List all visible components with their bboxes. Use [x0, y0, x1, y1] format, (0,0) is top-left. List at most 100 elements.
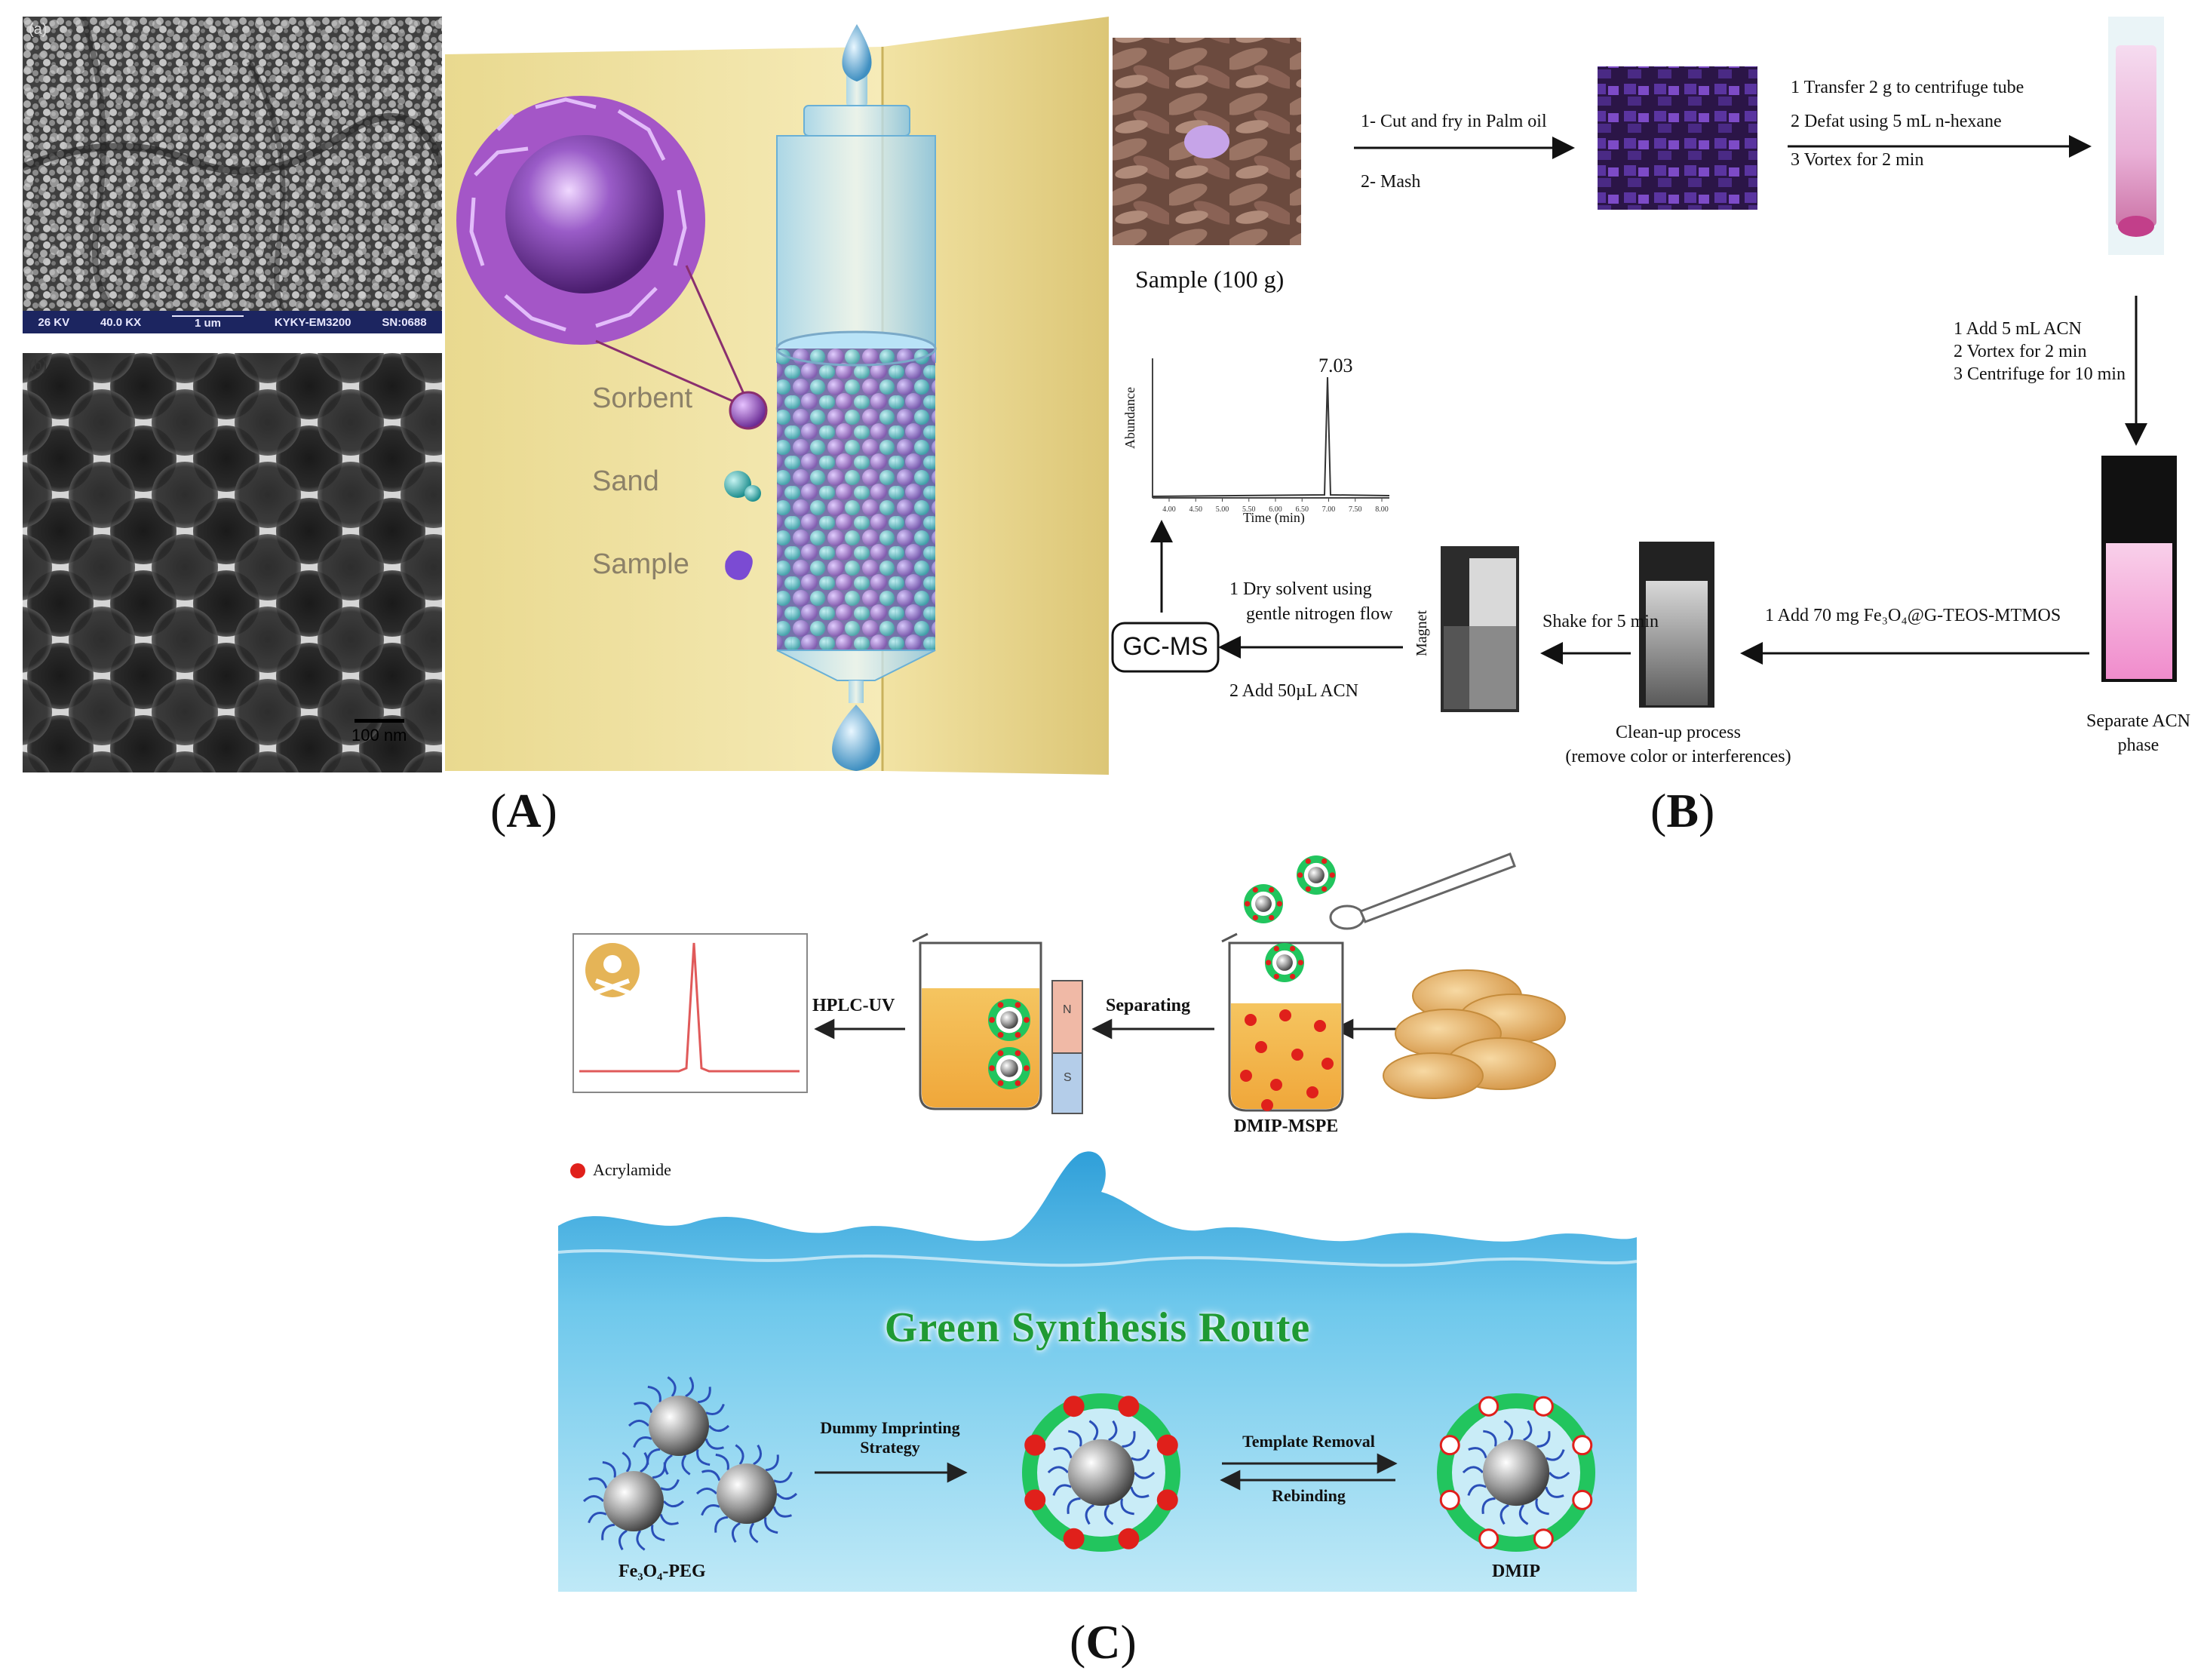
acrylamide-dot: [1245, 1014, 1257, 1026]
acrylamide-legend-dot: [570, 1163, 585, 1178]
captured-particle: [988, 1047, 1030, 1089]
chromatogram-xlabel: Time (min): [1243, 510, 1305, 525]
cookies-image: [1383, 969, 1566, 1099]
step5-nitrogen: gentle nitrogen flow: [1246, 604, 1393, 624]
chromatogram-tick-label: 8.00: [1375, 505, 1389, 514]
chromatogram-tick-label: 7.50: [1349, 505, 1362, 514]
hplc-label: HPLC-UV: [812, 996, 895, 1015]
column-svg: [445, 17, 1109, 775]
legend-sample: Sample: [592, 548, 689, 580]
purple-cut-face: [1184, 125, 1229, 158]
legend-sorbent: Sorbent: [592, 382, 693, 414]
sem-instrument: KYKY-EM3200: [274, 315, 351, 329]
acrylamide-legend-label: Acrylamide: [593, 1160, 671, 1179]
tem-scalebar: [355, 719, 404, 723]
chromatogram-tick-label: 4.00: [1162, 505, 1176, 514]
step4-add-sorbent: 1 Add 70 mg Fe₃O₄@G-TEOS-MTMOS: [1765, 606, 2061, 625]
column-schematic: Sorbent Sand Sample: [445, 17, 1109, 775]
sem-scale: 1 um: [171, 315, 244, 330]
step2-vortex: 3 Vortex for 2 min: [1791, 150, 1924, 170]
acrylamide-dot: [1291, 1049, 1303, 1061]
acrylamide-dot: [1261, 1099, 1273, 1111]
step3-centrifuge: 3 Centrifuge for 10 min: [1954, 364, 2126, 384]
gcms-box: [1111, 622, 1220, 673]
tem-label: (b): [29, 358, 48, 374]
acrylamide-dots: [1240, 1009, 1334, 1111]
separating-label: Separating: [1106, 996, 1191, 1015]
sem-serial: SN:0688: [382, 315, 427, 329]
magnet-s-label: S: [1064, 1071, 1072, 1084]
panel-label-c: (C): [1070, 1615, 1137, 1669]
fried-sample-photo: [1598, 66, 1757, 210]
magnet-block: [1051, 980, 1083, 1114]
step2-defat: 2 Defat using 5 mL n-hexane: [1791, 112, 2002, 131]
dummy-imprinting-label: Dummy Imprinting Strategy: [820, 1418, 960, 1457]
step5-add-acn: 2 Add 50µL ACN: [1229, 681, 1358, 701]
acrylamide-dot: [1255, 1041, 1267, 1053]
imprinted-particle: [1022, 1393, 1180, 1552]
step2-transfer: 1 Transfer 2 g to centrifuge tube: [1791, 78, 2024, 97]
legend-sand: Sand: [592, 465, 659, 497]
sample-caption: Sample (100 g): [1135, 266, 1285, 293]
chromatogram-tick-label: 7.00: [1322, 505, 1336, 514]
magnet-label: Magnet: [1414, 610, 1430, 656]
sem-magnification: 40.0 KX: [100, 315, 142, 329]
spoon-icon: [1329, 852, 1516, 930]
falling-particle: [1265, 943, 1304, 982]
captured-particle: [988, 999, 1030, 1041]
hplc-trace: [579, 942, 800, 1073]
rebinding-label: Rebinding: [1272, 1486, 1346, 1505]
chromatogram-tick-label: 5.50: [1242, 505, 1256, 514]
acrylamide-dot: [1270, 1079, 1282, 1091]
sem-image: (a) 26 KV 40.0 KX 1 um KYKY-EM3200 SN:06…: [23, 17, 442, 333]
panel-a: (a) 26 KV 40.0 KX 1 um KYKY-EM3200 SN:06…: [0, 0, 1109, 785]
sem-texture: [23, 17, 442, 333]
fe3o4-peg-label: Fe₃O₄-PEG: [619, 1562, 706, 1581]
chromatogram-tick-label: 6.50: [1296, 505, 1309, 514]
acrylamide-dot: [1321, 1058, 1334, 1070]
falling-particle: [1297, 855, 1336, 895]
dmip-label: DMIP: [1492, 1562, 1540, 1581]
panel-label-b: (B): [1650, 784, 1715, 837]
acrylamide-dot: [1279, 1009, 1291, 1021]
fe3o4-peg-particle: [582, 1451, 685, 1551]
fe3o4-peg-particle: [695, 1444, 798, 1543]
chromatogram-trace: [1152, 376, 1390, 497]
sem-voltage: 26 KV: [38, 315, 70, 329]
tem-image: (b) 100 nm: [23, 353, 442, 772]
chromatogram-ylabel: Abundance: [1122, 387, 1137, 449]
mspe-beaker: [1221, 932, 1344, 1112]
sem-label: (a): [29, 21, 48, 38]
tem-scale-label: 100 nm: [351, 726, 407, 745]
chromatogram-peak-label: 7.03: [1318, 355, 1353, 376]
acrylamide-dot: [1306, 1086, 1318, 1098]
step3-vortex: 2 Vortex for 2 min: [1954, 342, 2087, 361]
sem-info-bar: 26 KV 40.0 KX 1 um KYKY-EM3200 SN:0688: [23, 311, 442, 333]
cleanup-caption: Clean-up process (remove color or interf…: [1565, 723, 1791, 767]
separate-caption: Separate ACN phase: [2086, 711, 2190, 756]
dmip-mspe-label: DMIP-MSPE: [1233, 1116, 1339, 1136]
tem-particles: [23, 353, 442, 772]
falling-particle: [1244, 884, 1283, 923]
step3-add-acn: 1 Add 5 mL ACN: [1954, 319, 2082, 339]
gcms-label: GC-MS: [1122, 632, 1208, 661]
panel-c-graphics: [558, 852, 1638, 1592]
acrylamide-dot: [1240, 1070, 1252, 1082]
panel-c: HPLC-UV Separating N S DMIP-MSPE Acrylam…: [558, 845, 1659, 1614]
step1-cut-fry: 1- Cut and fry in Palm oil: [1361, 112, 1547, 131]
step5-dry: 1 Dry solvent using: [1229, 579, 1372, 599]
chromatogram-tick-label: 4.50: [1189, 505, 1203, 514]
magnet-n-label: N: [1063, 1003, 1072, 1016]
green-synthesis-title: Green Synthesis Route: [884, 1304, 1311, 1351]
fe3o4-peg-particle: [628, 1376, 730, 1476]
step1-mash: 2- Mash: [1361, 172, 1421, 192]
template-removal-label: Template Removal: [1242, 1432, 1375, 1451]
acrylamide-dot: [1314, 1020, 1326, 1032]
shake-label: Shake for 5 min: [1542, 612, 1659, 631]
chromatogram-tick-label: 5.00: [1216, 505, 1229, 514]
water-panel: [558, 1151, 1637, 1592]
dmip-particle: [1437, 1393, 1595, 1552]
